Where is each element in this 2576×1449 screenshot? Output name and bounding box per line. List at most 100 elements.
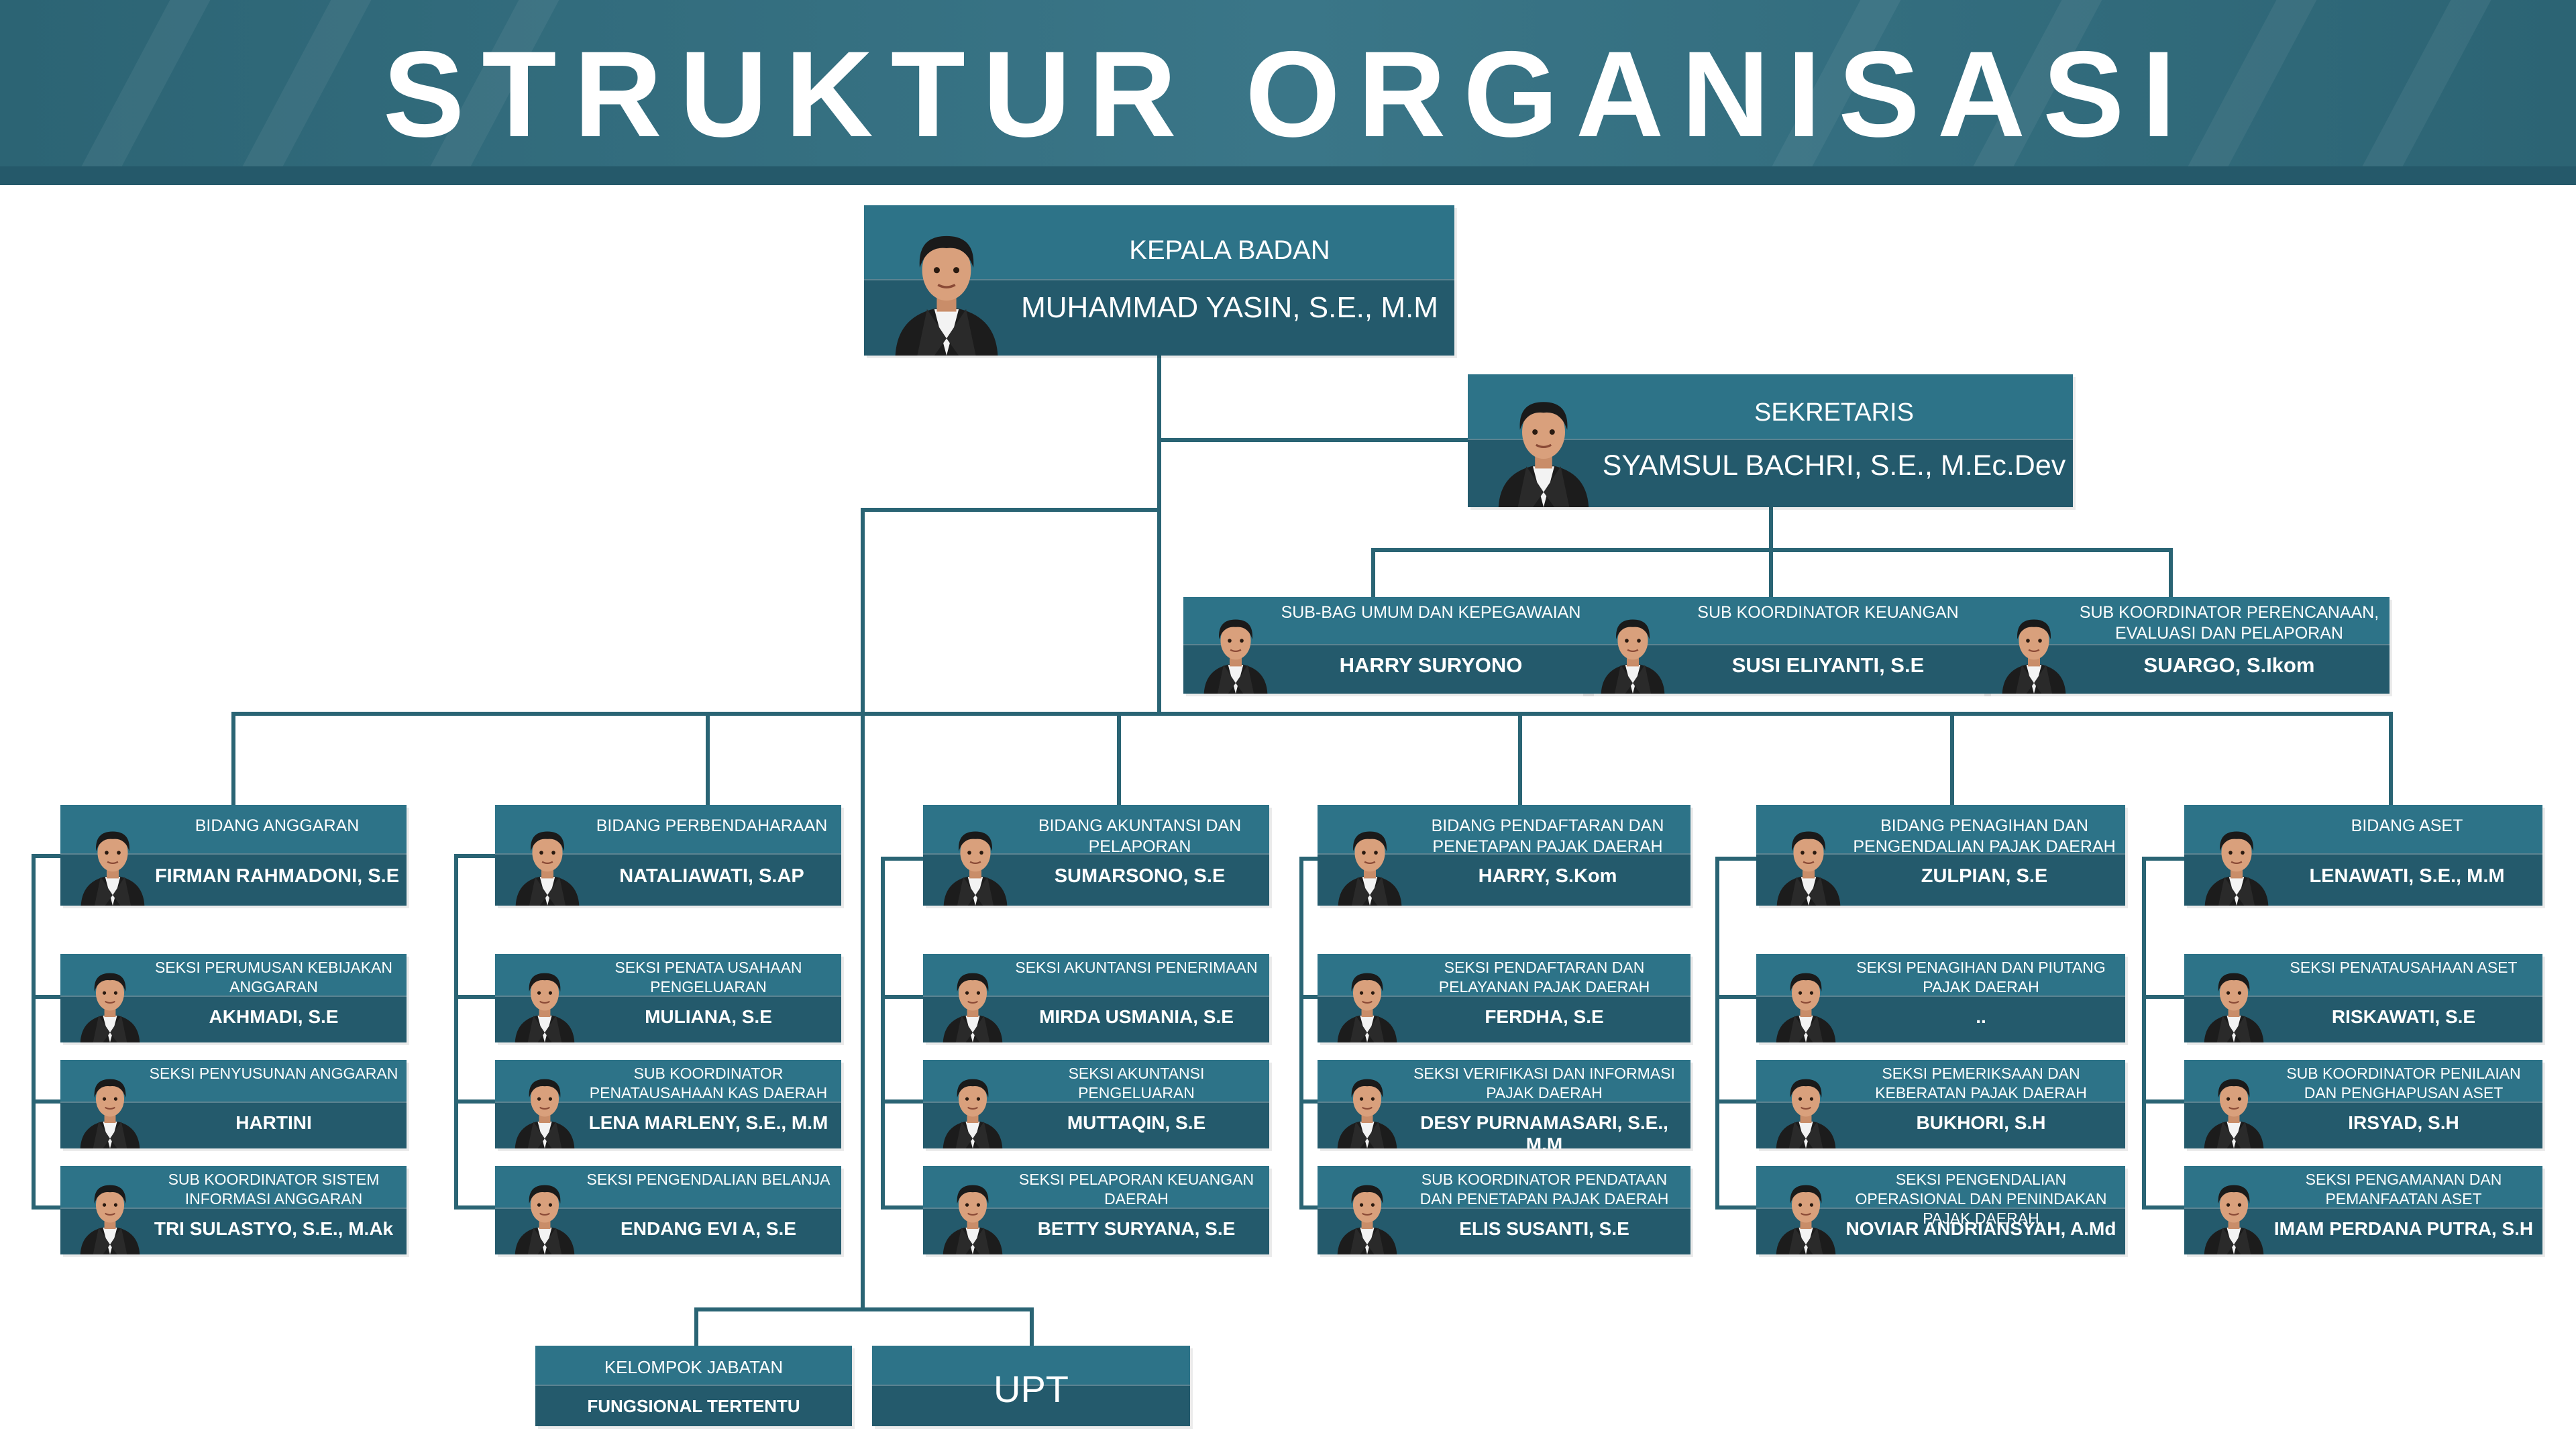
person-name: SYAMSUL BACHRI, S.E., M.Ec.Dev: [1602, 449, 2066, 482]
person-avatar-icon: [507, 1177, 582, 1254]
position-title: SEKSI PENYUSUNAN ANGGARAN: [149, 1065, 398, 1082]
upt-label: UPT: [994, 1368, 1069, 1410]
person-name: LENAWATI, S.E., M.M: [2309, 865, 2505, 887]
section-box: SEKSI AKUNTANSI PENGELUARAN MUTTAQIN, S.E: [923, 1060, 1269, 1148]
person-avatar-icon: [2196, 1177, 2271, 1254]
section-box: SUB KOORDINATOR PENDATAAN DAN PENETAPAN …: [1318, 1166, 1690, 1254]
division-box: BIDANG PENDAFTARAN DAN PENETAPAN PAJAK D…: [1318, 805, 1690, 906]
section-box: SEKSI PENGAMANAN DAN PEMANFAATAN ASET IMA…: [2184, 1166, 2542, 1254]
person-name: MULIANA, S.E: [645, 1006, 772, 1027]
position-title: SEKSI AKUNTANSI PENGELUARAN: [1068, 1065, 1205, 1102]
person-avatar-icon: [1330, 1177, 1405, 1254]
position-title: SEKSI PENGENDALIAN OPERASIONAL DAN PENIN…: [1855, 1171, 2107, 1227]
upt-box: UPT: [872, 1346, 1190, 1426]
person-avatar-icon: [935, 1071, 1010, 1148]
person-avatar-icon: [507, 965, 582, 1042]
person-avatar-icon: [1195, 610, 1276, 694]
position-title: SEKSI PERUMUSAN KEBIJAKAN ANGGARAN: [154, 959, 393, 996]
subunit-box: SUB-BAG UMUM DAN KEPEGAWAIAN HARRY SURYON…: [1183, 597, 1591, 694]
person-name: BUKHORI, S.H: [1916, 1112, 2046, 1133]
person-avatar-icon: [1768, 822, 1849, 906]
subunit-box: SUB KOORDINATOR PERENCANAAN, EVALUASI DA…: [1982, 597, 2390, 694]
person-avatar-icon: [883, 221, 1010, 356]
position-title: BIDANG ASET: [2351, 816, 2463, 835]
person-name: AKHMADI, S.E: [209, 1006, 339, 1027]
person-name: HARRY SURYONO: [1339, 653, 1523, 677]
section-box: SEKSI PEMERIKSAAN DAN KEBERATAN PAJAK DA…: [1756, 1060, 2125, 1148]
person-avatar-icon: [1330, 965, 1405, 1042]
person-name: SUSI ELIYANTI, S.E: [1731, 653, 1925, 677]
position-title: SEKSI PENAGIHAN DAN PIUTANG PAJAK DAERAH: [1856, 959, 2106, 996]
position-title: SEKSI PENGAMANAN DAN PEMANFAATAN ASET: [2305, 1171, 2502, 1208]
person-name: MUTTAQIN, S.E: [1067, 1112, 1206, 1133]
position-title: SUB KOORDINATOR KEUANGAN: [1697, 603, 1959, 622]
position-title: SEKSI PENATA USAHAAN PENGELUARAN: [614, 959, 802, 996]
person-avatar-icon: [1487, 389, 1601, 507]
person-avatar-icon: [72, 965, 148, 1042]
position-title: BIDANG PENDAFTARAN DAN PENETAPAN PAJAK D…: [1431, 816, 1664, 857]
section-box: SUB KOORDINATOR PENATAUSAHAAN KAS DAERAH…: [495, 1060, 841, 1148]
position-title: SUB KOORDINATOR PENILAIAN DAN PENGHAPUSA…: [2286, 1065, 2521, 1102]
position-title: BIDANG PENAGIHAN DAN PENGENDALIAN PAJAK …: [1853, 816, 2116, 857]
header-banner: STRUKTUR ORGANISASI: [0, 0, 2576, 185]
person-name: MUHAMMAD YASIN, S.E., M.M: [1021, 291, 1438, 324]
functional-line-1: KELOMPOK JABATAN: [604, 1357, 784, 1377]
position-title: SEKSI PENATAUSAHAAN ASET: [2290, 959, 2518, 976]
section-box: SEKSI PELAPORAN KEUANGAN DAERAH BETTY SUR…: [923, 1166, 1269, 1254]
person-name: FERDHA, S.E: [1485, 1006, 1604, 1027]
person-avatar-icon: [1330, 822, 1410, 906]
division-box: BIDANG PENAGIHAN DAN PENGENDALIAN PAJAK …: [1756, 805, 2125, 906]
section-box: SEKSI PENAGIHAN DAN PIUTANG PAJAK DAERAH…: [1756, 954, 2125, 1042]
functional-group-box: KELOMPOK JABATAN FUNGSIONAL TERTENTU: [535, 1346, 852, 1426]
person-name: SUMARSONO, S.E: [1054, 865, 1226, 887]
person-name: MIRDA USMANIA, S.E: [1039, 1006, 1234, 1027]
position-title: SEKSI VERIFIKASI DAN INFORMASI PAJAK DAE…: [1413, 1065, 1675, 1102]
person-avatar-icon: [2196, 965, 2271, 1042]
person-avatar-icon: [1768, 1177, 1843, 1254]
section-box: SUB KOORDINATOR SISTEM INFORMASI ANGGARA…: [60, 1166, 407, 1254]
person-name: LENA MARLENY, S.E., M.M: [588, 1112, 828, 1133]
position-title: SUB KOORDINATOR PERENCANAAN, EVALUASI DA…: [2079, 603, 2379, 643]
person-avatar-icon: [1768, 1071, 1843, 1148]
position-title: SEKSI AKUNTANSI PENERIMAAN: [1015, 959, 1258, 976]
section-box: SEKSI PERUMUSAN KEBIJAKAN ANGGARAN AKHMAD…: [60, 954, 407, 1042]
subunit-box: SUB KOORDINATOR KEUANGAN SUSI ELIYANTI, S…: [1580, 597, 1988, 694]
person-name: HARTINI: [235, 1112, 312, 1133]
person-name: ..: [1976, 1006, 1986, 1027]
position-title: SUB-BAG UMUM DAN KEPEGAWAIAN: [1281, 603, 1581, 622]
person-avatar-icon: [72, 1177, 148, 1254]
person-name: TRI SULASTYO, S.E., M.Ak: [154, 1218, 394, 1239]
person-name: ELIS SUSANTI, S.E: [1459, 1218, 1629, 1239]
person-name: SUARGO, S.Ikom: [2143, 653, 2315, 677]
section-box: SEKSI AKUNTANSI PENERIMAAN MIRDA USMANIA,…: [923, 954, 1269, 1042]
person-avatar-icon: [935, 1177, 1010, 1254]
person-avatar-icon: [507, 1071, 582, 1148]
person-name: IMAM PERDANA PUTRA, S.H: [2273, 1218, 2534, 1239]
position-title: SEKSI PELAPORAN KEUANGAN DAERAH: [1018, 1171, 1254, 1208]
person-avatar-icon: [1768, 965, 1843, 1042]
position-title: BIDANG PERBENDAHARAAN: [596, 816, 828, 835]
person-avatar-icon: [1994, 610, 2074, 694]
position-title: BIDANG ANGGARAN: [195, 816, 360, 835]
section-box: SEKSI VERIFIKASI DAN INFORMASI PAJAK DAE…: [1318, 1060, 1690, 1148]
person-name: BETTY SURYANA, S.E: [1037, 1218, 1236, 1239]
position-title: SUB KOORDINATOR SISTEM INFORMASI ANGGARA…: [168, 1171, 380, 1208]
person-name: ENDANG EVI A, S.E: [621, 1218, 796, 1239]
person-avatar-icon: [72, 1071, 148, 1148]
person-avatar-icon: [2196, 1071, 2271, 1148]
person-avatar-icon: [2196, 822, 2277, 906]
person-avatar-icon: [1593, 610, 1673, 694]
person-avatar-icon: [72, 822, 153, 906]
functional-line-2: FUNGSIONAL TERTENTU: [587, 1396, 800, 1416]
position-title: SEKSI PENGENDALIAN BELANJA: [586, 1171, 830, 1188]
person-avatar-icon: [935, 822, 1016, 906]
position-title: SEKSI PENDAFTARAN DAN PELAYANAN PAJAK DA…: [1438, 959, 1650, 996]
person-avatar-icon: [1330, 1071, 1405, 1148]
person-name: IRSYAD, S.H: [2348, 1112, 2459, 1133]
